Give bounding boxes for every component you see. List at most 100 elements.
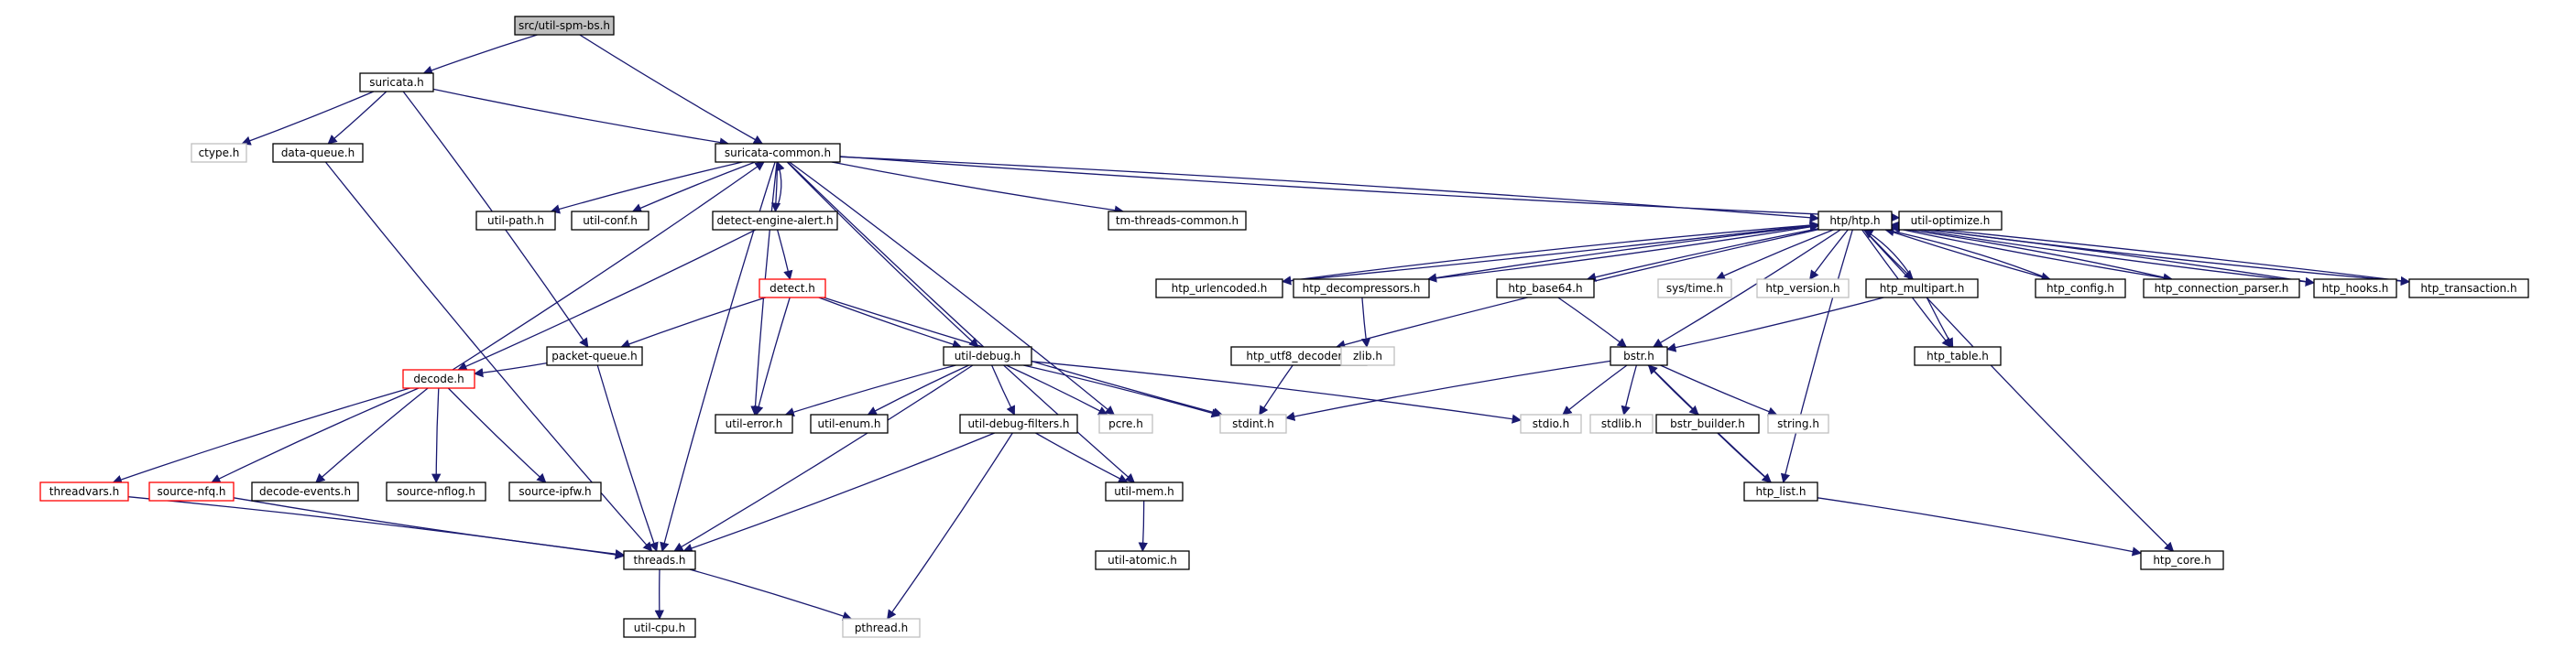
node-threadvars[interactable]: threadvars.h	[39, 481, 129, 502]
edge-htp_config-to-htp	[1884, 226, 2051, 280]
edge-htp-to-sys_time	[1715, 229, 1834, 280]
edge-decode-to-source_nfq	[211, 387, 420, 483]
node-label: htp_table.h	[1927, 350, 1989, 362]
edge-util_debug_filters-to-pthread	[887, 432, 1013, 620]
node-box	[842, 618, 921, 638]
node-label: htp_version.h	[1765, 282, 1839, 295]
edge-htp_connection_parser-to-htp	[1890, 223, 2173, 280]
node-root[interactable]: src/util-spm-bs.h	[514, 16, 615, 36]
node-string: string.h	[1767, 414, 1829, 434]
node-label: source-ipfw.h	[518, 485, 591, 498]
node-decode-events[interactable]: decode-events.h	[251, 481, 359, 502]
node-label: bstr_builder.h	[1670, 417, 1745, 430]
node-label: string.h	[1777, 417, 1819, 430]
node-bstr-builder[interactable]: bstr_builder.h	[1655, 414, 1760, 434]
node-label: data-queue.h	[281, 146, 355, 159]
node-util-path[interactable]: util-path.h	[475, 211, 556, 231]
node-box	[759, 278, 826, 298]
node-label: detect-engine-alert.h	[716, 214, 833, 227]
node-util-conf[interactable]: util-conf.h	[571, 211, 649, 231]
edge-suricata_common-to-pcre	[789, 161, 1116, 416]
node-bstr[interactable]: bstr.h	[1610, 346, 1668, 366]
node-label: htp/htp.h	[1829, 214, 1880, 227]
node-decode[interactable]: decode.h	[402, 369, 475, 389]
node-util-debug[interactable]: util-debug.h	[943, 346, 1032, 366]
node-util-debug-filters[interactable]: util-debug-filters.h	[959, 414, 1078, 434]
node-htp-list[interactable]: htp_list.h	[1743, 481, 1818, 502]
edge-decode-to-suricata_common	[452, 161, 765, 371]
node-detect[interactable]: detect.h	[759, 278, 826, 298]
edge-bstr-to-stdint	[1284, 360, 1611, 421]
node-htp-hooks[interactable]: htp_hooks.h	[2313, 278, 2397, 298]
node-source-nfq[interactable]: source-nfq.h	[148, 481, 235, 502]
node-label: stdio.h	[1533, 417, 1569, 430]
node-data-queue[interactable]: data-queue.h	[272, 143, 364, 163]
node-htp-urlencoded[interactable]: htp_urlencoded.h	[1155, 278, 1283, 298]
node-detect-engine-alert[interactable]: detect-engine-alert.h	[712, 211, 838, 231]
node-box	[1817, 211, 1893, 231]
node-box	[1898, 211, 2003, 231]
node-threads[interactable]: threads.h	[623, 550, 696, 570]
node-htp-config[interactable]: htp_config.h	[2035, 278, 2126, 298]
node-box	[1219, 414, 1287, 434]
edge-util_debug-to-threads	[673, 364, 974, 552]
node-source-nflog[interactable]: source-nflog.h	[386, 481, 486, 502]
node-htp-multipart[interactable]: htp_multipart.h	[1865, 278, 1979, 298]
node-box	[571, 211, 649, 231]
node-box	[514, 16, 615, 36]
node-box	[1865, 278, 1979, 298]
node-packet-queue[interactable]: packet-queue.h	[546, 346, 643, 366]
node-util-cpu[interactable]: util-cpu.h	[623, 618, 696, 638]
edge-suricata-to-data_queue	[327, 91, 387, 145]
node-box	[623, 618, 696, 638]
node-util-optimize[interactable]: util-optimize.h	[1898, 211, 2003, 231]
node-htp-decompressors[interactable]: htp_decompressors.h	[1293, 278, 1430, 298]
node-htp-connection-parser[interactable]: htp_connection_parser.h	[2143, 278, 2300, 298]
edge-htp-to-htp_version	[1809, 229, 1849, 280]
edge-htp-to-htp_base64	[1586, 228, 1819, 282]
node-label: source-nflog.h	[397, 485, 475, 498]
node-box	[546, 346, 643, 366]
node-box	[1098, 414, 1153, 434]
node-suricata-common[interactable]: suricata-common.h	[715, 143, 841, 163]
node-box	[1105, 481, 1184, 502]
edge-htp_transaction-to-htp	[1890, 221, 2410, 283]
node-box	[508, 481, 602, 502]
edge-root-to-suricata_common	[579, 34, 764, 145]
node-label: htp_hooks.h	[2322, 282, 2389, 295]
node-htp-transaction[interactable]: htp_transaction.h	[2408, 278, 2529, 298]
node-util-error[interactable]: util-error.h	[715, 414, 793, 434]
edge-packet_queue-to-threads	[596, 364, 659, 552]
node-sys-time: sys/time.h	[1657, 278, 1732, 298]
edge-htp_hooks-to-htp	[1890, 222, 2315, 284]
node-htp-utf8-decoder[interactable]: htp_utf8_decoder.h	[1230, 346, 1368, 366]
node-label: stdlib.h	[1601, 417, 1642, 430]
edge-suricata_common-to-htp	[839, 156, 1820, 222]
node-box	[1108, 211, 1247, 231]
edge-htp-to-htp_transaction	[1891, 223, 2411, 287]
node-box	[1756, 278, 1850, 298]
edge-detect_engine_alert-to-decode	[457, 229, 757, 371]
node-htp[interactable]: htp/htp.h	[1817, 211, 1893, 231]
node-util-enum[interactable]: util-enum.h	[810, 414, 889, 434]
node-label: util-path.h	[487, 214, 544, 227]
node-tm-threads-common[interactable]: tm-threads-common.h	[1108, 211, 1247, 231]
node-util-mem[interactable]: util-mem.h	[1105, 481, 1184, 502]
edge-htp_multipart-to-bstr	[1665, 297, 1884, 352]
node-label: suricata-common.h	[725, 146, 831, 159]
edge-decode-to-source_nflog	[431, 387, 442, 484]
node-box	[959, 414, 1078, 434]
node-htp-base64[interactable]: htp_base64.h	[1496, 278, 1595, 298]
node-util-atomic[interactable]: util-atomic.h	[1095, 550, 1190, 570]
node-label: htp_connection_parser.h	[2155, 282, 2289, 295]
edge-util_debug_filters-to-threads	[682, 432, 995, 553]
node-htp-table[interactable]: htp_table.h	[1914, 346, 2002, 366]
node-box	[1655, 414, 1760, 434]
edge-util_debug-to-util_enum	[867, 364, 969, 416]
edge-suricata_common-to-util_debug	[786, 161, 979, 348]
node-pthread: pthread.h	[842, 618, 921, 638]
node-suricata[interactable]: suricata.h	[359, 72, 434, 92]
node-source-ipfw[interactable]: source-ipfw.h	[508, 481, 602, 502]
edges-layer	[112, 34, 2411, 621]
node-htp-core[interactable]: htp_core.h	[2140, 550, 2224, 570]
